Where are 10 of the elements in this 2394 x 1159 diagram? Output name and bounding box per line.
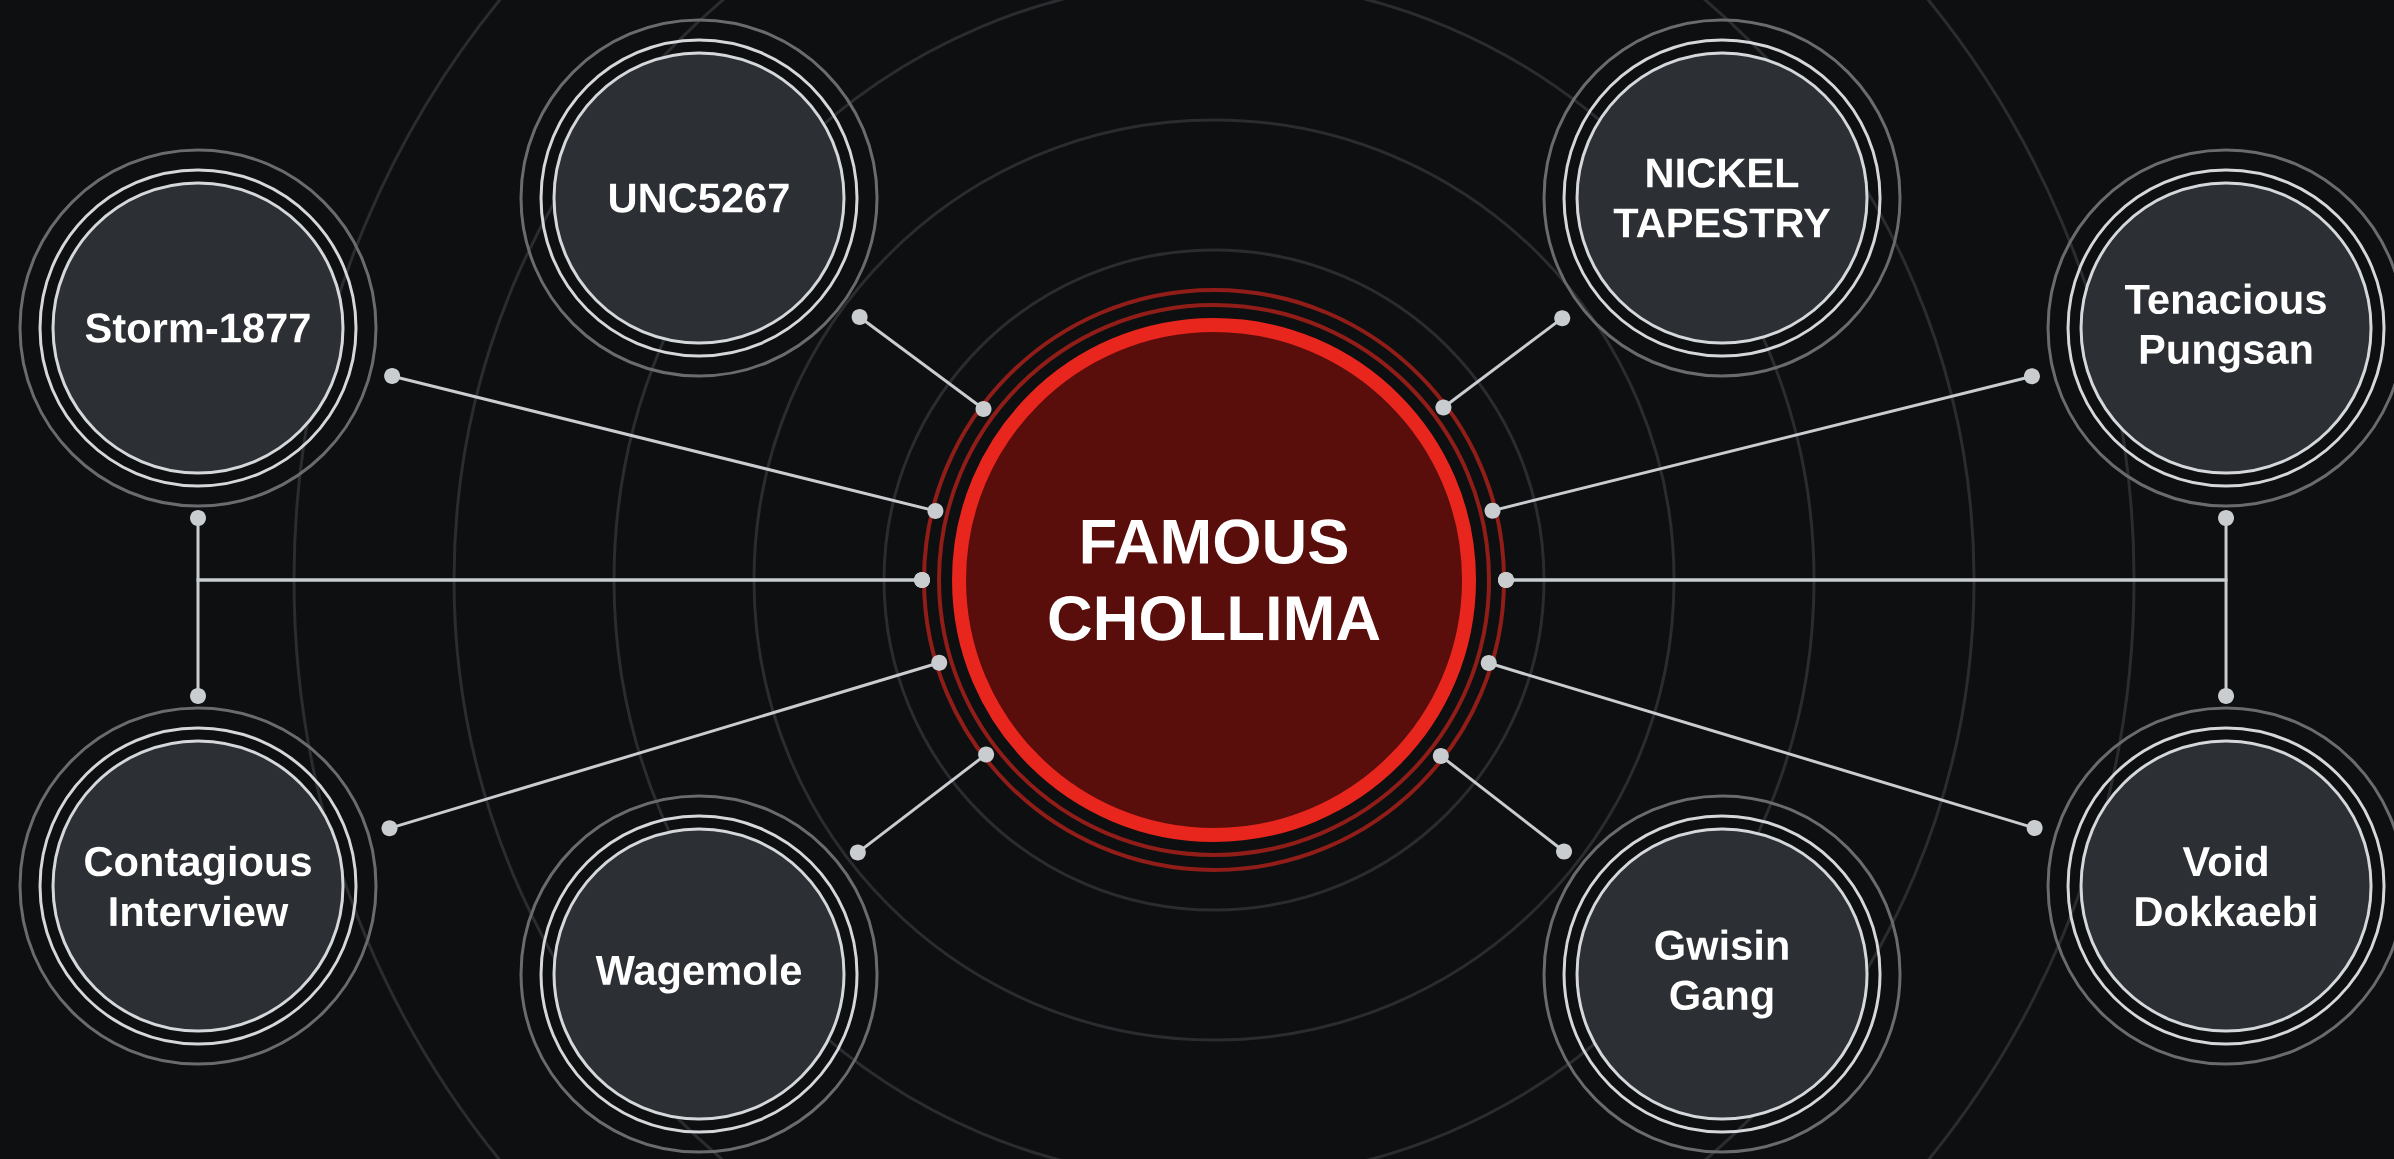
connector-line [1432, 747, 1572, 860]
connector-line [381, 654, 948, 837]
connector-line [851, 309, 992, 417]
connector-line [849, 746, 995, 861]
connector-line [384, 368, 944, 519]
connector-line [1498, 572, 2235, 704]
connector-line [1435, 310, 1571, 416]
connector-line [1484, 368, 2040, 519]
connector-line [1480, 655, 2043, 837]
connector-line [190, 572, 930, 704]
